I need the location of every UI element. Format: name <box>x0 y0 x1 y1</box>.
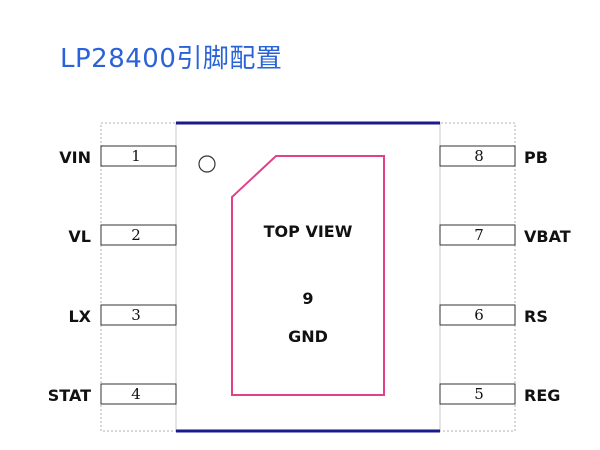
pad-number: 9 <box>302 289 313 308</box>
pin-lead <box>100 145 177 167</box>
pin-name: LX <box>68 307 91 326</box>
top-view-label: TOP VIEW <box>264 222 353 241</box>
right-pin-8: 8 PB <box>439 145 548 167</box>
pin-number: 5 <box>474 385 484 403</box>
pin-number: 4 <box>131 385 141 403</box>
pin-number: 1 <box>131 147 141 165</box>
right-pin-6: 6 RS <box>439 304 548 326</box>
pin-number: 3 <box>131 306 141 324</box>
pin-name: PB <box>524 148 548 167</box>
package-body <box>175 122 441 432</box>
left-pin-4: 4 STAT <box>48 383 177 405</box>
pin-number: 2 <box>131 226 141 244</box>
pin-name: VIN <box>59 148 91 167</box>
right-pin-5: 5 REG <box>439 383 560 405</box>
pin-lead <box>439 145 516 167</box>
pin-number: 6 <box>474 306 484 324</box>
exposed-pad <box>231 155 385 396</box>
pin-number: 7 <box>474 226 484 244</box>
pin-name: VL <box>68 227 91 246</box>
pin-name: RS <box>524 307 548 326</box>
pin1-marker-circle <box>198 155 216 173</box>
pin-lead <box>439 383 516 405</box>
pin-name: STAT <box>48 386 91 405</box>
diagram-title: LP28400引脚配置 <box>60 44 283 74</box>
pin-number: 8 <box>474 147 484 165</box>
pin-lead <box>100 383 177 405</box>
pad-name: GND <box>288 327 328 346</box>
pin-name: REG <box>524 386 560 405</box>
left-pin-3: 3 LX <box>68 304 177 326</box>
pin-lead <box>439 304 516 326</box>
pin-name: VBAT <box>524 227 571 246</box>
pin-lead <box>439 224 516 246</box>
left-pin-1: 1 VIN <box>59 145 177 167</box>
right-pin-7: 7 VBAT <box>439 224 571 246</box>
pin-lead <box>100 224 177 246</box>
left-pin-2: 2 VL <box>68 224 177 246</box>
pin-lead <box>100 304 177 326</box>
